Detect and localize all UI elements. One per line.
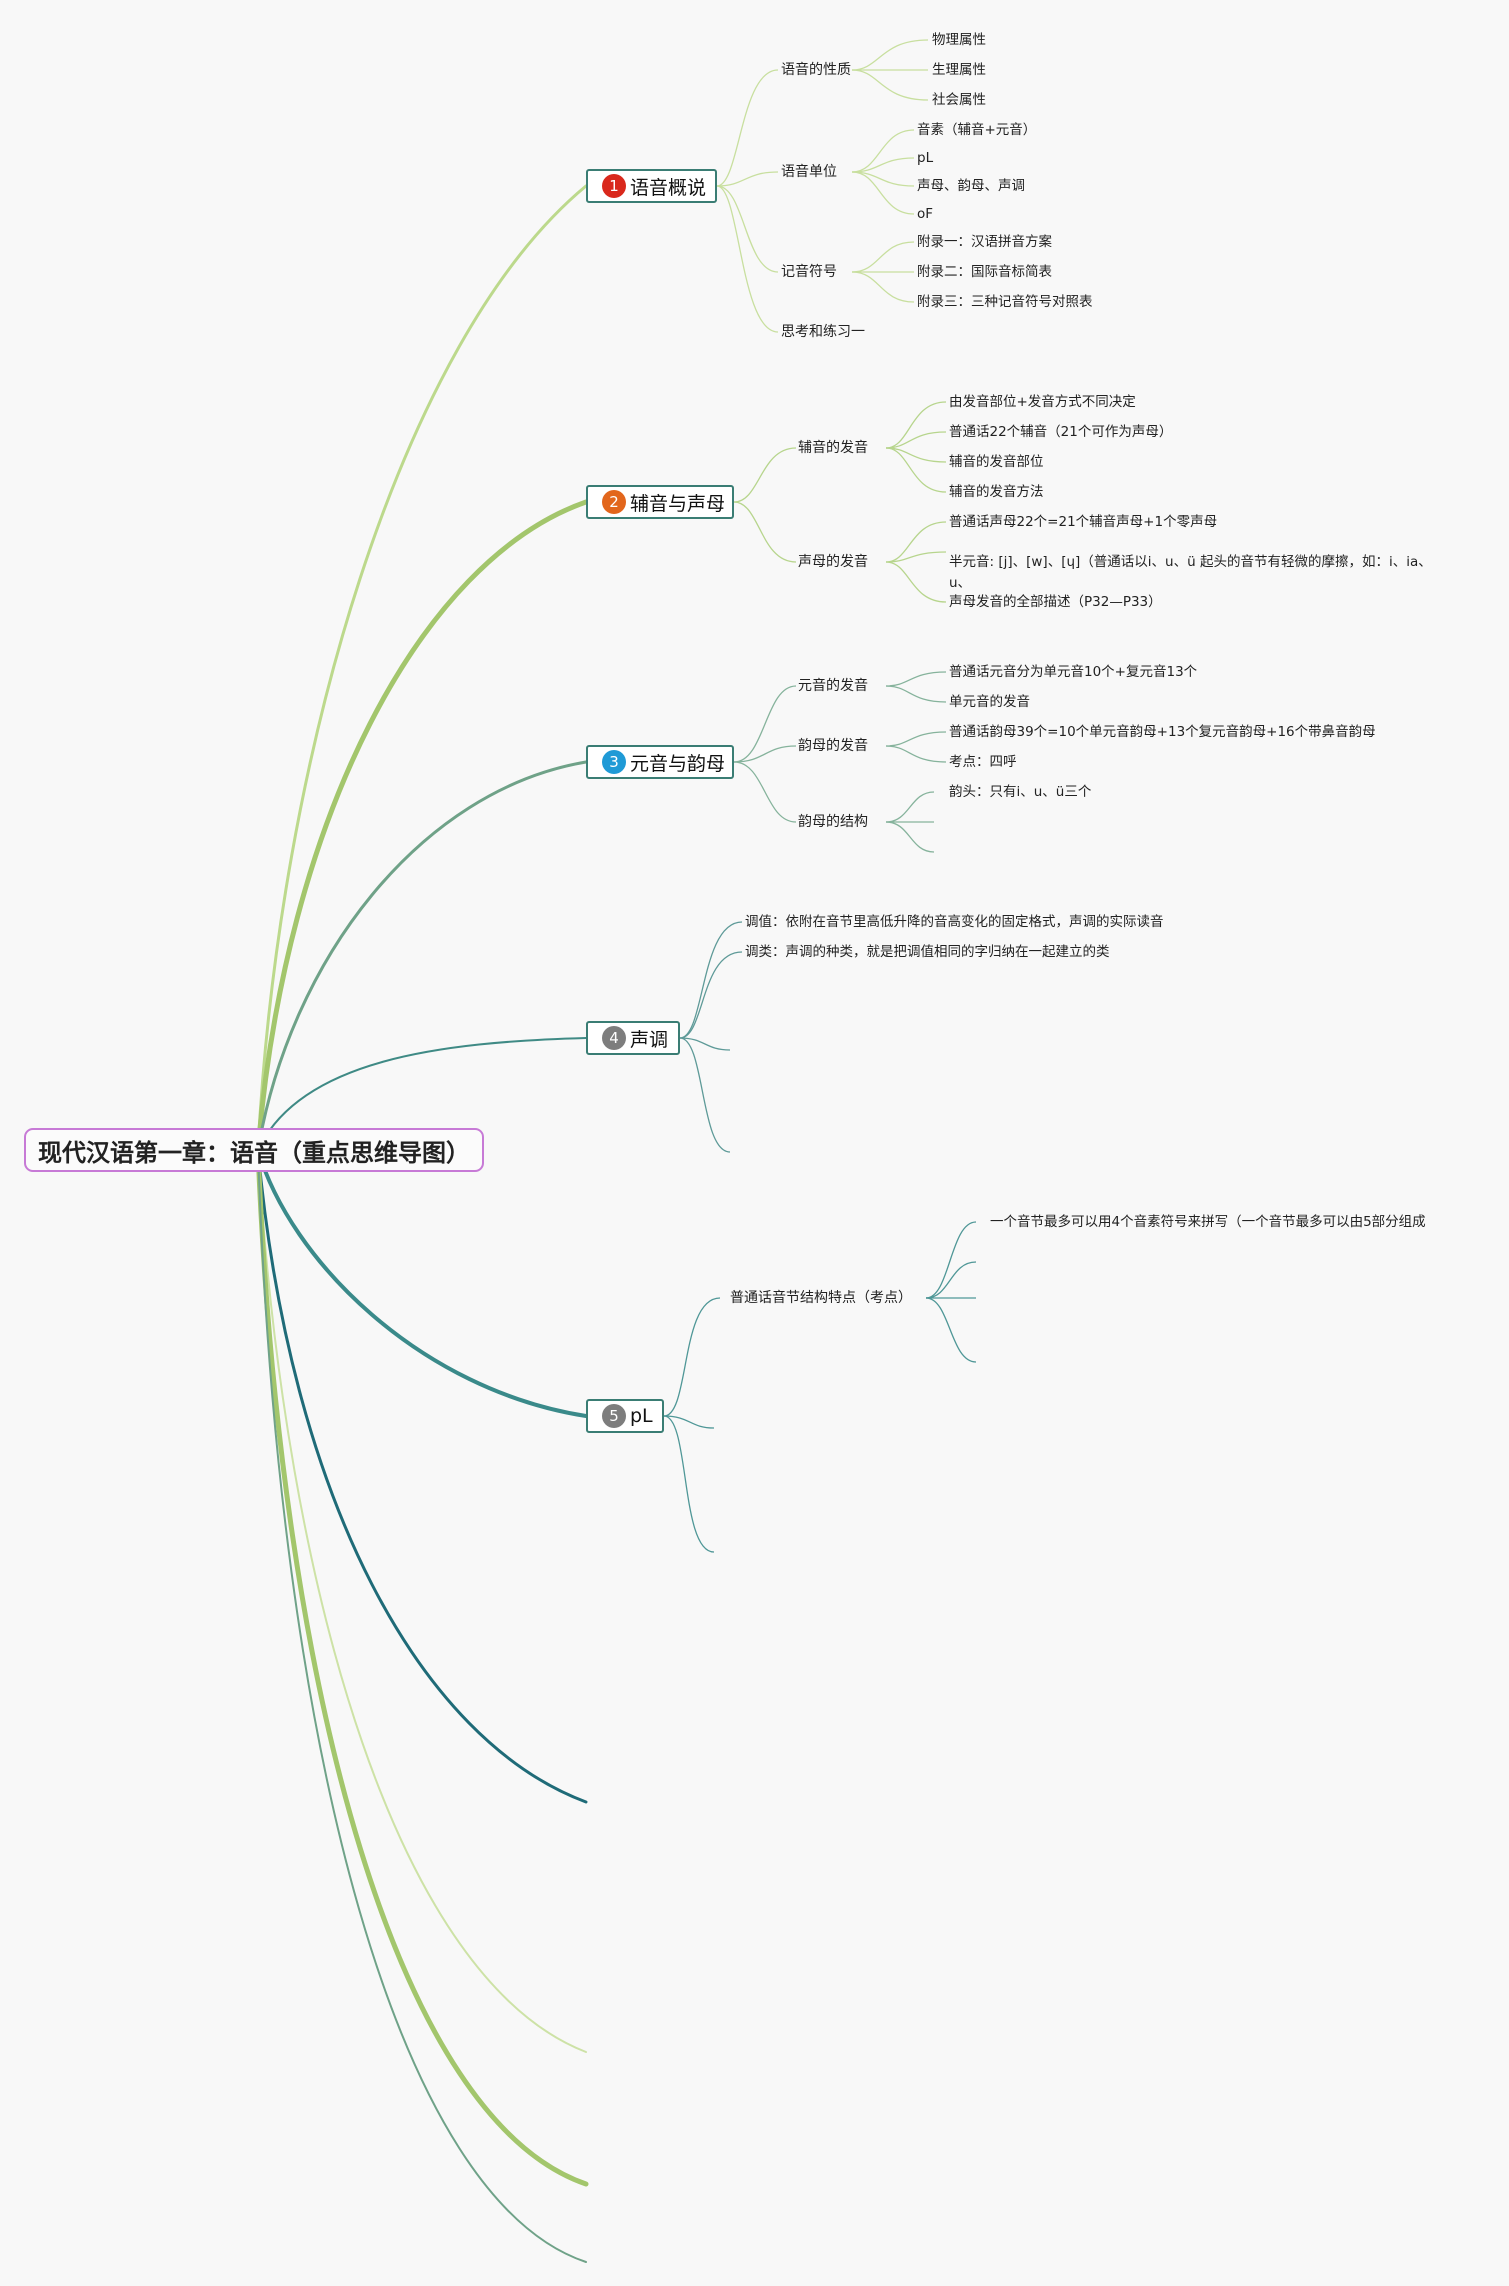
topic-pl[interactable]: 5 pL bbox=[586, 1399, 664, 1433]
leaf-item[interactable]: 音素（辅音+元音） bbox=[917, 122, 1037, 138]
topic-label: 声调 bbox=[630, 1028, 669, 1051]
subtopic-exercises[interactable]: 思考和练习一 bbox=[781, 324, 865, 340]
leaf-item[interactable]: 韵头：只有i、u、ü三个 bbox=[949, 784, 1092, 800]
leaf-item[interactable]: 普通话元音分为单元音10个+复元音13个 bbox=[949, 664, 1198, 680]
leaf-item[interactable]: 辅音的发音方法 bbox=[949, 484, 1044, 500]
number-1-badge-icon: 1 bbox=[602, 174, 626, 198]
number-2-badge-icon: 2 bbox=[602, 490, 626, 514]
leaf-item[interactable]: 声母发音的全部描述（P32—P33） bbox=[949, 594, 1162, 610]
leaf-item[interactable]: 普通话声母22个=21个辅音声母+1个零声母 bbox=[949, 514, 1218, 530]
root-title: 现代汉语第一章：语音（重点思维导图） bbox=[38, 1138, 470, 1167]
leaf-item[interactable]: 附录二：国际音标简表 bbox=[917, 264, 1052, 280]
topic-vowels-finals[interactable]: 3 元音与韵母 bbox=[586, 745, 734, 779]
subtopic-consonant-pronunciation[interactable]: 辅音的发音 bbox=[798, 440, 868, 456]
leaf-item[interactable]: 调值：依附在音节里高低升降的音高变化的固定格式，声调的实际读音 bbox=[745, 914, 1164, 930]
topic-consonants-initials[interactable]: 2 辅音与声母 bbox=[586, 485, 734, 519]
number-3-badge-icon: 3 bbox=[602, 750, 626, 774]
leaf-item[interactable]: 一个音节最多可以用4个音素符号来拼写（一个音节最多可以由5部分组成 bbox=[990, 1214, 1426, 1230]
leaf-item[interactable]: 物理属性 bbox=[932, 32, 986, 48]
subtopic-nature[interactable]: 语音的性质 bbox=[781, 62, 851, 78]
leaf-item[interactable]: 普通话22个辅音（21个可作为声母） bbox=[949, 424, 1173, 440]
leaf-item[interactable]: 附录一：汉语拼音方案 bbox=[917, 234, 1052, 250]
subtopic-vowel-pronunciation[interactable]: 元音的发音 bbox=[798, 678, 868, 694]
number-5-badge-icon: 5 bbox=[602, 1404, 626, 1428]
leaf-item[interactable]: oF bbox=[917, 206, 934, 222]
topic-label: 元音与韵母 bbox=[630, 752, 726, 775]
topic-label: pL bbox=[630, 1405, 653, 1427]
leaf-item[interactable]: 考点：四呼 bbox=[949, 754, 1017, 770]
subtopic-initial-pronunciation[interactable]: 声母的发音 bbox=[798, 554, 868, 570]
leaf-item[interactable]: 社会属性 bbox=[932, 92, 986, 108]
leaf-item[interactable]: 单元音的发音 bbox=[949, 694, 1030, 710]
leaf-item[interactable]: 附录三：三种记音符号对照表 bbox=[917, 294, 1093, 310]
root-topic[interactable]: 现代汉语第一章：语音（重点思维导图） bbox=[24, 1128, 484, 1172]
subtopic-final-structure[interactable]: 韵母的结构 bbox=[798, 814, 868, 830]
subtopic-symbols[interactable]: 记音符号 bbox=[781, 264, 837, 280]
leaf-item[interactable]: 辅音的发音部位 bbox=[949, 454, 1044, 470]
topic-tones[interactable]: 4 声调 bbox=[586, 1021, 680, 1055]
subtopic-syllable-structure[interactable]: 普通话音节结构特点（考点） bbox=[730, 1290, 912, 1306]
subtopic-units[interactable]: 语音单位 bbox=[781, 164, 837, 180]
leaf-item[interactable]: pL bbox=[917, 150, 934, 166]
topic-label: 语音概说 bbox=[630, 176, 707, 199]
topic-label: 辅音与声母 bbox=[630, 492, 726, 515]
leaf-item[interactable]: 普通话韵母39个=10个单元音韵母+13个复元音韵母+16个带鼻音韵母 bbox=[949, 724, 1376, 740]
leaf-item[interactable]: 半元音: [j]、[w]、[ɥ]（普通话以i、u、ü 起头的音节有轻微的摩擦，如… bbox=[949, 554, 1432, 591]
leaf-item[interactable]: 调类：声调的种类，就是把调值相同的字归纳在一起建立的类 bbox=[745, 944, 1110, 960]
topic-phonetics-overview[interactable]: 1 语音概说 bbox=[586, 169, 717, 203]
leaf-item[interactable]: 由发音部位+发音方式不同决定 bbox=[949, 394, 1136, 410]
subtopic-final-pronunciation[interactable]: 韵母的发音 bbox=[798, 738, 868, 754]
leaf-item[interactable]: 声母、韵母、声调 bbox=[917, 178, 1025, 194]
number-4-badge-icon: 4 bbox=[602, 1026, 626, 1050]
leaf-item[interactable]: 生理属性 bbox=[932, 62, 986, 78]
